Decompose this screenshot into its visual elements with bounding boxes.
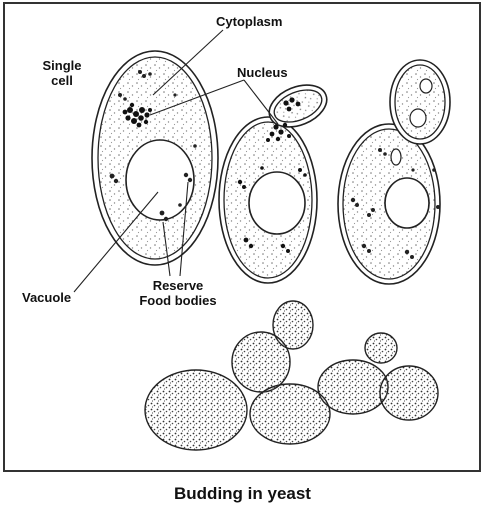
budding-cell-small-bud [218,84,328,284]
nucleus-granules [122,102,152,128]
vacuole-leader [73,191,159,293]
nucleus-leader-cell2 [243,79,279,125]
reserve-food-bodies-label: Reserve Food bodies [123,278,233,308]
single-cell-label-line1: Single [42,58,82,73]
single-cell-label: Single cell [37,58,87,88]
reserve-label-line1: Reserve [152,278,204,293]
reserve-food-bodies [109,70,197,222]
budding-colony [144,300,439,451]
reserve-leader-a [162,221,171,277]
nucleus-label: Nucleus [237,65,288,80]
budding-cell-chain [337,59,451,285]
single-yeast-cell [91,50,219,266]
cytoplasm-leader [152,29,224,96]
figure-caption: Budding in yeast [174,484,311,503]
figure-frame [3,2,481,472]
single-cell-label-line2: cell [51,73,73,88]
reserve-label-line2: Food bodies [139,293,217,308]
vacuole-shape [125,139,195,221]
reserve-leader-b [179,181,189,277]
leader-lines [73,29,279,293]
nucleus-leader-cell1 [149,79,245,116]
vacuole-label: Vacuole [22,290,72,305]
cytoplasm-label: Cytoplasm [216,14,283,29]
